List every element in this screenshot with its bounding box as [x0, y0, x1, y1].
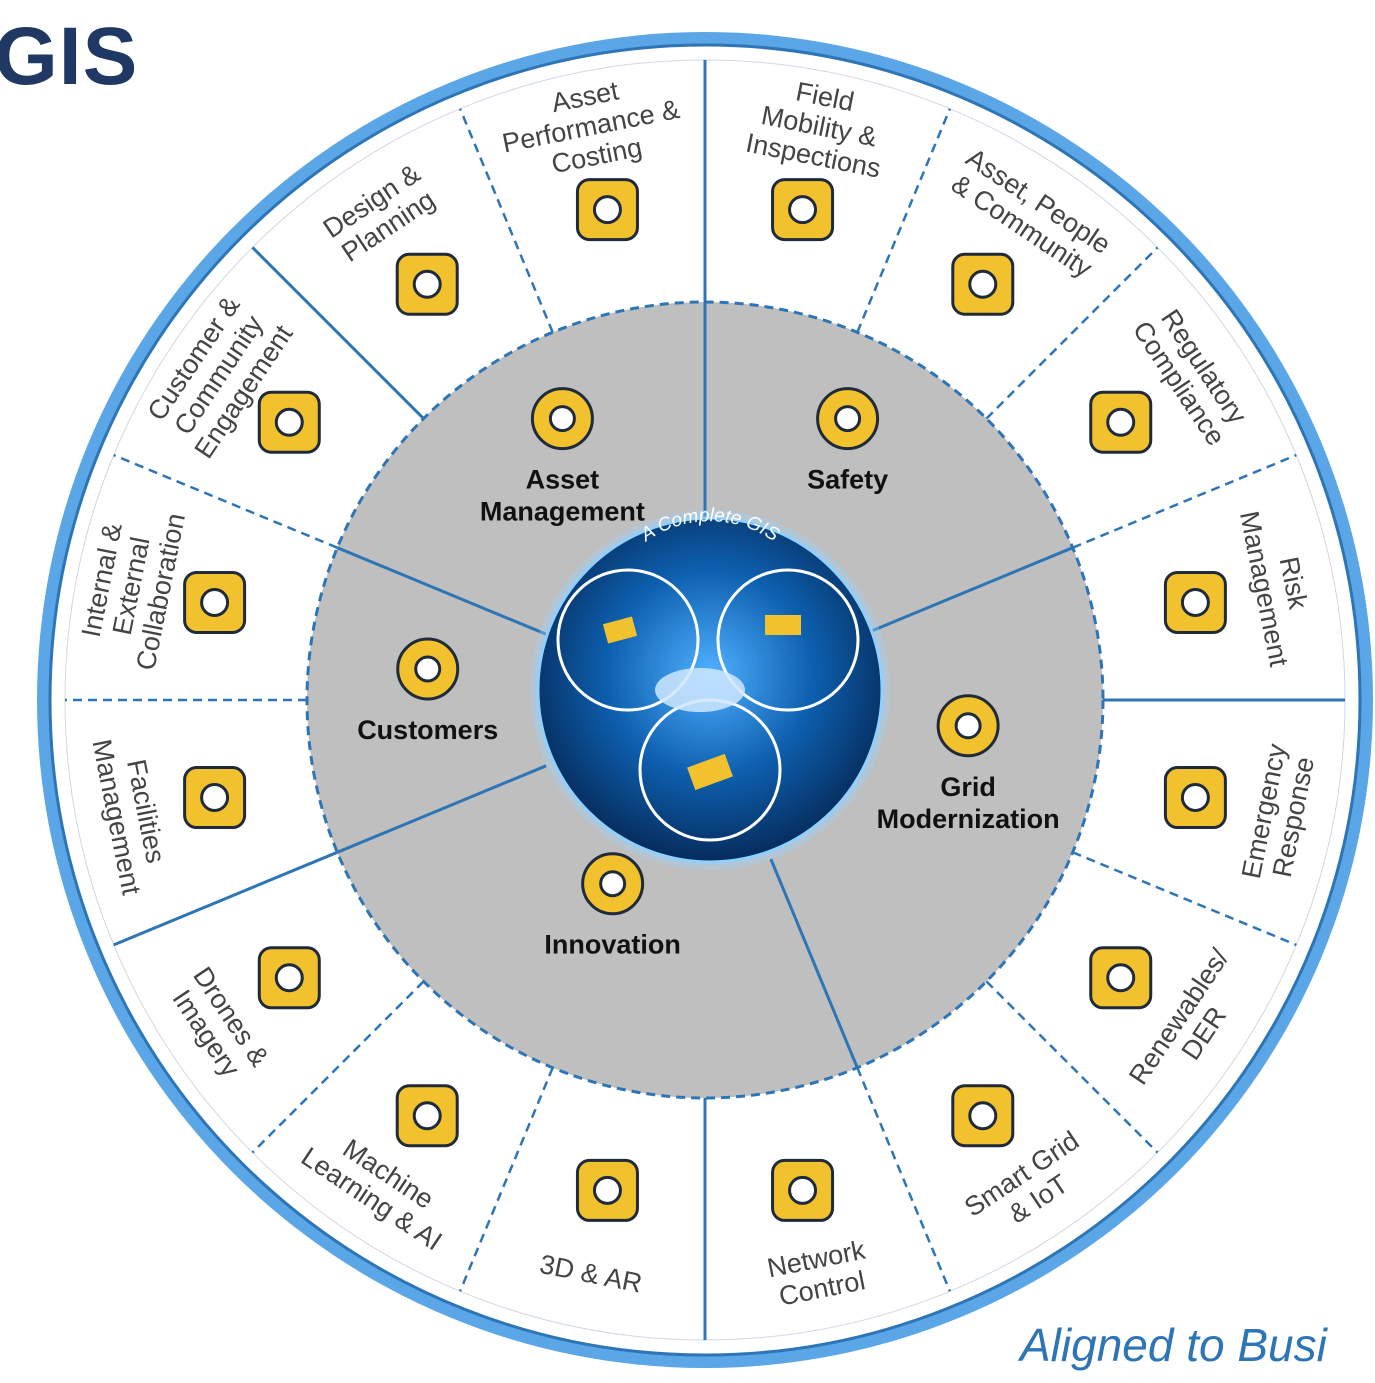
facility-icon [183, 766, 247, 830]
building-people-icon [183, 570, 247, 634]
pillar-innovation[interactable]: Innovation [544, 852, 681, 960]
tagline: Aligned to Busi [1020, 1319, 1327, 1371]
layers-icon [687, 753, 733, 791]
segment-divider [113, 850, 338, 947]
people-group-icon [951, 252, 1015, 316]
page-title: GIS [0, 11, 139, 102]
pillar-label: Customers [357, 715, 498, 745]
dashboard-icon [765, 615, 801, 635]
camera-icon [1163, 570, 1227, 634]
globe-network-icon [951, 1084, 1015, 1148]
segment-divider [458, 108, 554, 333]
drone-icon [257, 946, 321, 1010]
pillar-label: Management [480, 497, 645, 527]
storm-cloud-icon [1163, 766, 1227, 830]
pillar-safety[interactable]: Safety [807, 387, 888, 495]
lightbulb-icon [581, 852, 645, 916]
vr-city-icon [575, 1158, 639, 1222]
pillar-divider [863, 546, 1074, 636]
segment-divider [458, 1067, 554, 1292]
pillar-dividers [336, 302, 1074, 1069]
segment-divider [1072, 851, 1297, 947]
gears-icon [530, 387, 594, 451]
segment-dividers [65, 60, 1345, 1340]
meter-icon [575, 178, 639, 242]
solar-icon [1089, 946, 1153, 1010]
pillar-divider [336, 546, 547, 636]
core-circle-left [556, 568, 700, 712]
planning-globe-icon [395, 252, 459, 316]
people-icon [396, 637, 460, 701]
pillar-label: Grid [940, 772, 996, 802]
devices-people-icon [257, 390, 321, 454]
segment-divider [1072, 453, 1297, 549]
map-layer-icon [602, 616, 638, 644]
segment-divider [985, 980, 1159, 1154]
clipboard-icon [771, 178, 835, 242]
segment-divider [985, 246, 1159, 420]
pillar-label: Innovation [544, 930, 681, 960]
segment-divider [251, 246, 425, 420]
badge-check-icon [1089, 390, 1153, 454]
pillar-label: Safety [807, 465, 888, 495]
network-web-icon [936, 694, 1000, 758]
segment-divider [856, 1067, 952, 1292]
pillar-label: Asset [526, 465, 600, 495]
pillar-label: Modernization [877, 804, 1060, 834]
control-room-icon [771, 1158, 835, 1222]
pillar-divider [769, 858, 859, 1069]
pillar-customers[interactable]: Customers [357, 637, 498, 745]
cloud-icon [655, 668, 745, 712]
core-circle-right [716, 568, 860, 712]
segment-divider [113, 453, 338, 549]
segment-divider [856, 108, 952, 333]
brain-icon [395, 1084, 459, 1148]
pillar-divider [336, 764, 547, 854]
warning-sign-icon [816, 387, 880, 451]
segment-divider [251, 980, 425, 1154]
pillars-layer: AssetManagementSafetyGridModernizationIn… [357, 387, 1060, 960]
complete-gis-core: A Complete GIS [530, 505, 890, 870]
